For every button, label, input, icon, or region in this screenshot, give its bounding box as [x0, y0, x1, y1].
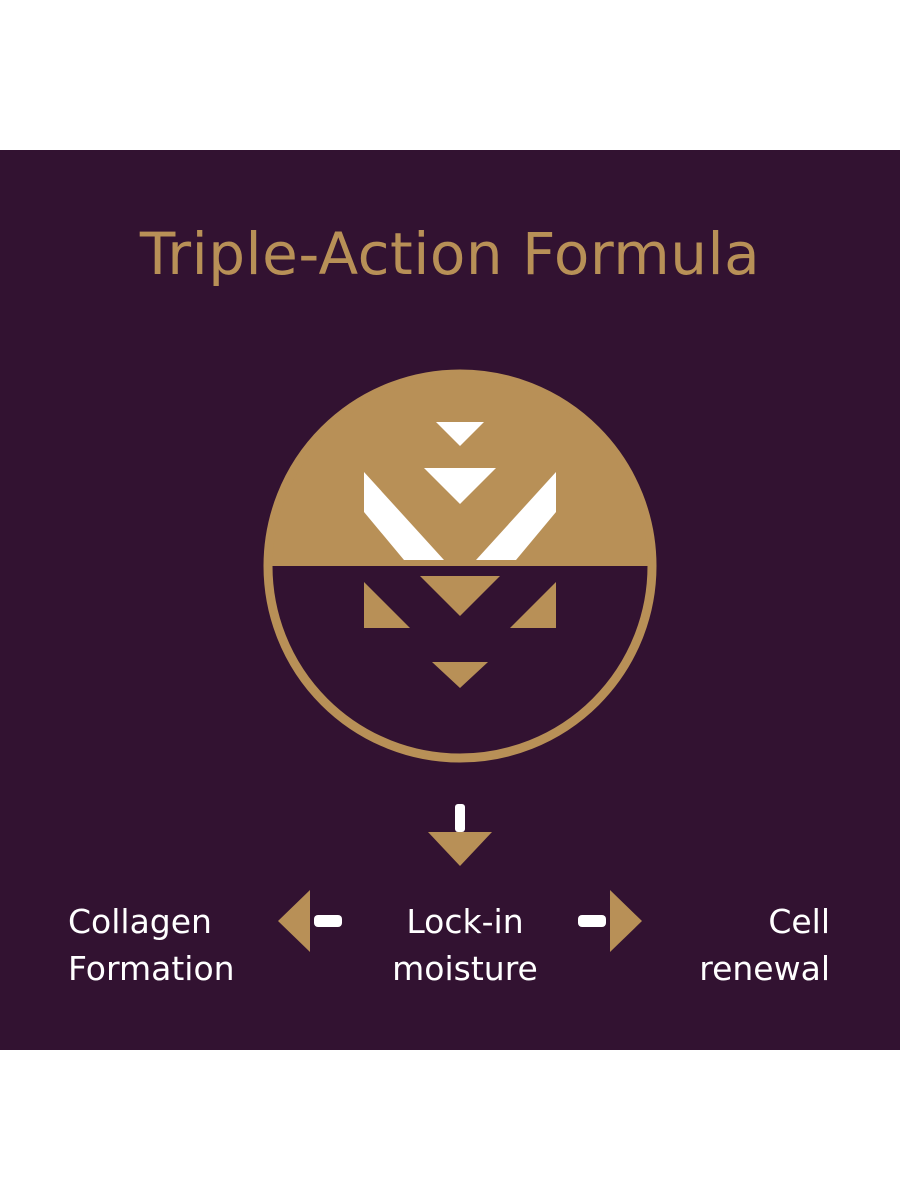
label-line: Formation: [68, 949, 235, 988]
gold-center-triangle: [420, 576, 500, 616]
label-line: Collagen: [68, 902, 212, 941]
white-left-chevron: [364, 472, 444, 560]
label-cell-renewal: Cell renewal: [699, 898, 830, 992]
gold-right-corner: [510, 582, 556, 628]
emblem-icon: [263, 369, 657, 763]
label-line: Lock-in: [406, 902, 524, 941]
label-line: moisture: [392, 949, 538, 988]
page-title: Triple-Action Formula: [139, 220, 761, 288]
label-line: Cell: [768, 902, 830, 941]
label-line: renewal: [699, 949, 830, 988]
white-small-triangle: [436, 422, 484, 446]
white-medium-triangle: [424, 468, 496, 504]
gold-bottom-triangle: [432, 662, 488, 688]
emblem-ring: [263, 369, 657, 763]
label-collagen-formation: Collagen Formation: [68, 898, 235, 992]
white-right-chevron: [476, 472, 556, 560]
left-arrow-icon: [278, 890, 342, 952]
down-arrow-icon: [428, 804, 492, 866]
label-lock-in-moisture: Lock-in moisture: [330, 898, 600, 992]
gold-left-corner: [364, 582, 410, 628]
diagram-graphics: [263, 369, 657, 952]
right-arrow-icon: [578, 890, 642, 952]
